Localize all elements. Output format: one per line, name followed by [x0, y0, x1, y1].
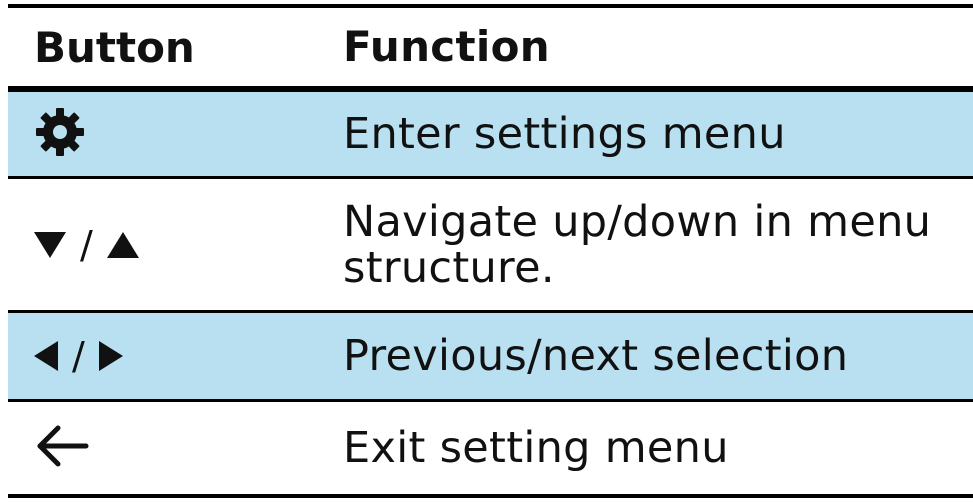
table-header-row: Button Function	[8, 8, 973, 86]
row-divider	[8, 310, 973, 313]
table-bottom-rule	[8, 494, 973, 498]
function-cell: Previous/next selection	[343, 331, 849, 381]
separator-slash: /	[80, 222, 93, 267]
separator-slash: /	[72, 334, 85, 378]
header-button: Button	[34, 22, 195, 72]
triangle-up-icon	[106, 231, 139, 258]
table-top-rule	[8, 4, 973, 8]
header-bottom-rule	[8, 86, 973, 92]
table-row: Exit setting menu	[8, 402, 973, 494]
triangle-left-icon	[34, 341, 58, 371]
back-arrow-icon	[34, 424, 90, 472]
button-cell	[34, 92, 86, 176]
function-line-1: Navigate up/down in menu	[343, 196, 932, 247]
button-cell: /	[34, 179, 139, 310]
left-right-triangles-icon: /	[34, 334, 123, 378]
down-up-triangles-icon: /	[34, 223, 139, 267]
button-cell: /	[34, 313, 123, 399]
triangle-right-icon	[98, 341, 123, 371]
row-divider	[8, 176, 973, 179]
triangle-down-icon	[34, 231, 66, 258]
table-row: / Navigate up/down in menu structure.	[8, 179, 973, 310]
gear-icon	[34, 106, 86, 162]
function-line-2: structure.	[343, 242, 555, 293]
row-divider	[8, 399, 973, 402]
table-row: / Previous/next selection	[8, 313, 973, 399]
function-cell: Enter settings menu	[343, 109, 786, 159]
function-cell: Exit setting menu	[343, 423, 729, 473]
table-row: Enter settings menu	[8, 92, 973, 176]
header-function: Function	[343, 22, 550, 71]
function-cell: Navigate up/down in menu structure.	[343, 179, 973, 310]
button-cell	[34, 402, 90, 494]
